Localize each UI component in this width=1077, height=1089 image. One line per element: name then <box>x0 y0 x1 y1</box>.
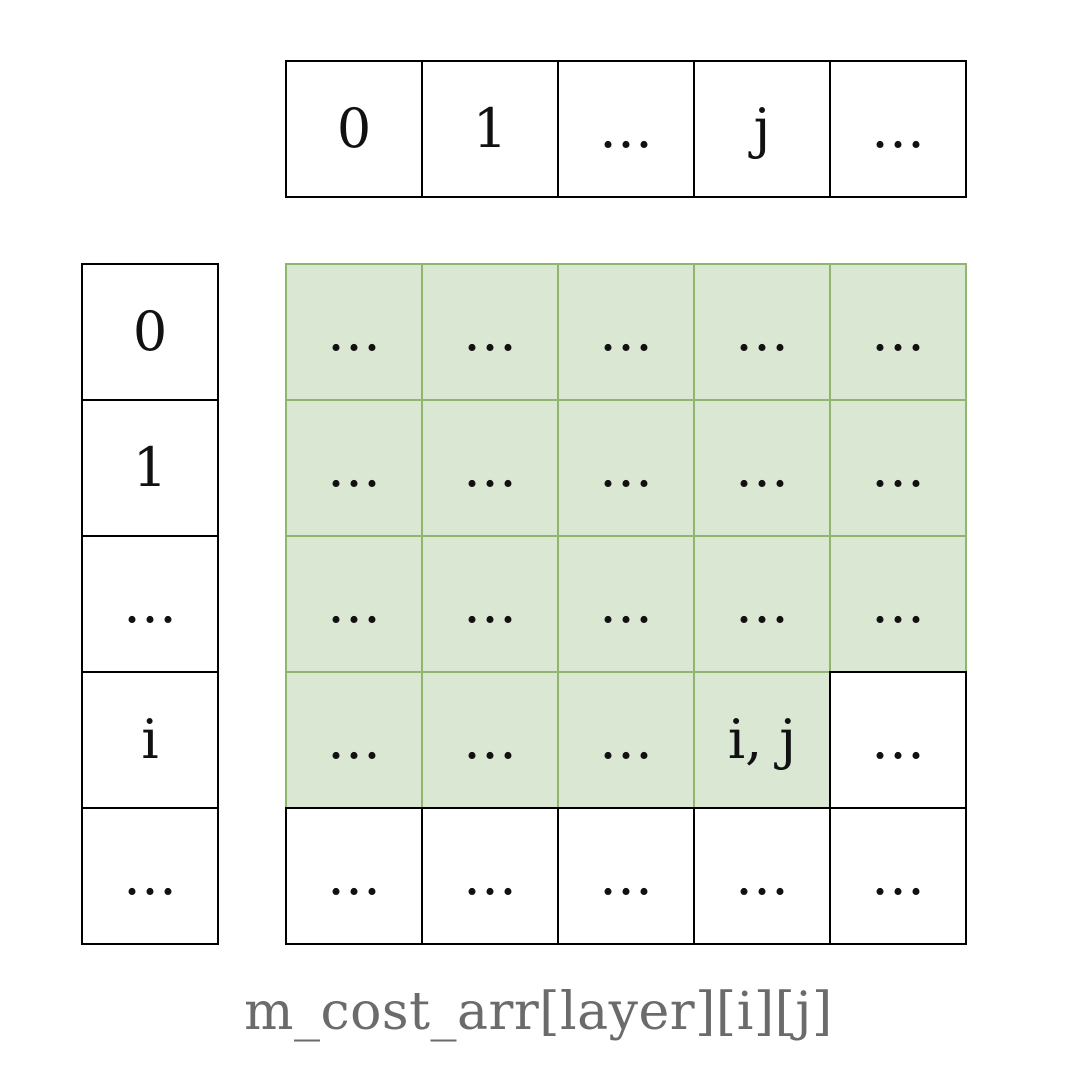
grid-cell: … <box>829 671 967 809</box>
row-header-column: 0 1 … i … <box>81 263 219 945</box>
column-header-row: 0 1 … j … <box>285 60 967 198</box>
row-header-cell: … <box>81 535 219 673</box>
column-header-cell: j <box>693 60 831 198</box>
column-header-cell: 1 <box>421 60 559 198</box>
grid-cell: … <box>285 671 423 809</box>
column-header-cell: 0 <box>285 60 423 198</box>
matrix-grid: … … … … … … … … … … … … … … … … … … i, j… <box>285 263 967 945</box>
grid-cell: … <box>421 535 559 673</box>
grid-cell: … <box>285 263 423 401</box>
grid-cell: … <box>693 263 831 401</box>
figure-caption: m_cost_arr[layer][i][j] <box>244 982 833 1042</box>
grid-cell: … <box>693 807 831 945</box>
row-header-cell: … <box>81 807 219 945</box>
grid-cell: … <box>557 671 695 809</box>
grid-cell: … <box>829 535 967 673</box>
grid-cell-i-j: i, j <box>693 671 831 809</box>
grid-cell: … <box>285 807 423 945</box>
grid-cell: … <box>693 399 831 537</box>
grid-cell: … <box>829 263 967 401</box>
grid-cell: … <box>693 535 831 673</box>
grid-cell: … <box>421 671 559 809</box>
column-header-cell: … <box>829 60 967 198</box>
row-header-cell: 1 <box>81 399 219 537</box>
row-header-cell: i <box>81 671 219 809</box>
grid-cell: … <box>421 399 559 537</box>
grid-cell: … <box>285 399 423 537</box>
grid-cell: … <box>829 399 967 537</box>
grid-cell: … <box>557 263 695 401</box>
grid-cell: … <box>557 807 695 945</box>
column-header-cell: … <box>557 60 695 198</box>
grid-cell: … <box>285 535 423 673</box>
grid-cell: … <box>557 535 695 673</box>
row-header-cell: 0 <box>81 263 219 401</box>
grid-cell: … <box>421 807 559 945</box>
grid-cell: … <box>557 399 695 537</box>
grid-cell: … <box>421 263 559 401</box>
grid-cell: … <box>829 807 967 945</box>
